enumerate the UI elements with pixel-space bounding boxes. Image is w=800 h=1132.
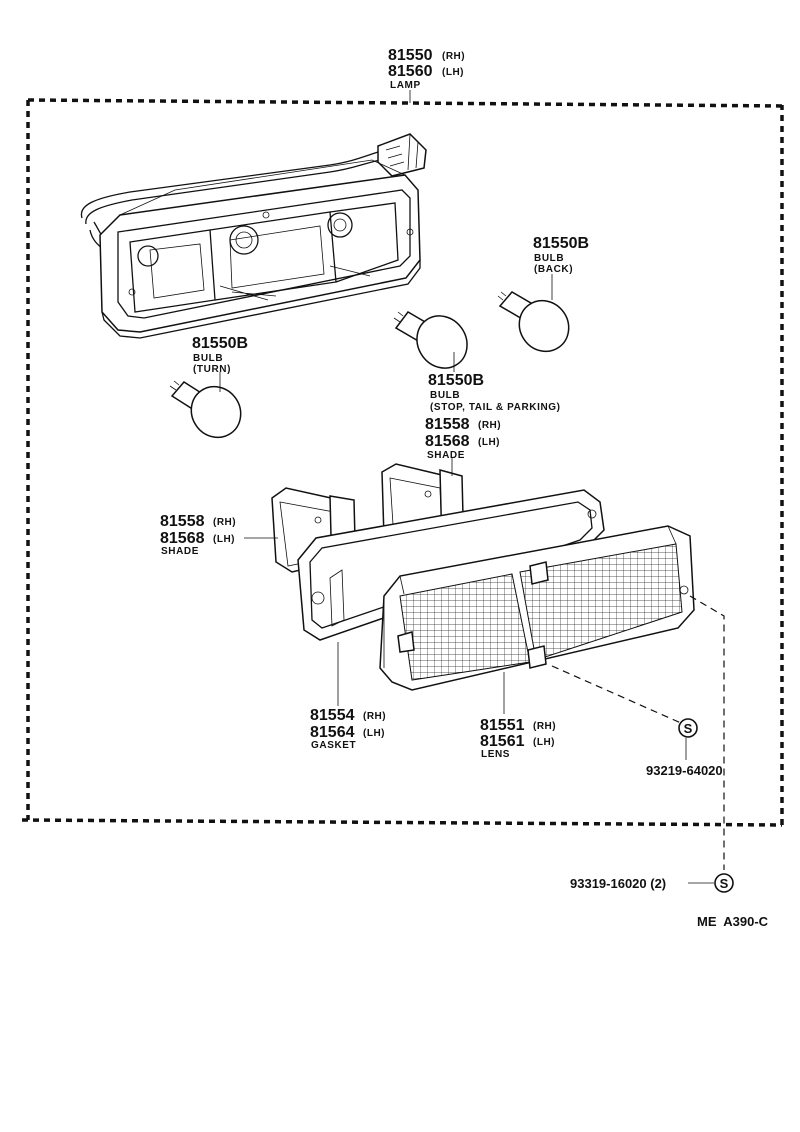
bulb-turn bbox=[169, 380, 242, 439]
gasket-sfx-lh: (LH) bbox=[363, 728, 385, 739]
lens-pn-lh: 81561 bbox=[480, 733, 525, 750]
bulb-turn-label: 81550B BULB (TURN) bbox=[192, 335, 248, 375]
lens-part bbox=[379, 525, 695, 691]
shade-left-caption: SHADE bbox=[161, 546, 199, 557]
lamp-housing bbox=[80, 133, 427, 339]
bulb-back-label: 81550B BULB (BACK) bbox=[533, 235, 589, 275]
screw-symbol-inner: S bbox=[678, 718, 698, 738]
shade-left-pn-lh: 81568 bbox=[160, 530, 205, 547]
gasket-part bbox=[297, 489, 605, 641]
lens-caption: LENS bbox=[481, 749, 510, 760]
gasket-label: 81554 (RH) 81564 (LH) GASKET bbox=[310, 707, 386, 751]
bulb-back-caption: BULB bbox=[534, 253, 564, 264]
gasket-pn-rh: 81554 bbox=[310, 707, 355, 724]
shade-left-sfx-lh: (LH) bbox=[213, 534, 235, 545]
bulb-stop-label: 81550B BULB (STOP, TAIL & PARKING) bbox=[428, 372, 561, 413]
shade-upper-caption: SHADE bbox=[427, 450, 465, 461]
diagram-code: ME A390-C bbox=[697, 914, 769, 929]
bulb-back-note: (BACK) bbox=[534, 264, 573, 275]
shade-upper-sfx-rh: (RH) bbox=[478, 420, 501, 431]
bulb-stop-tail-parking bbox=[393, 311, 468, 369]
svg-text:S: S bbox=[720, 876, 729, 891]
assembly-boundary bbox=[21, 90, 785, 827]
svg-text:S: S bbox=[684, 721, 693, 736]
gasket-caption: GASKET bbox=[311, 740, 356, 751]
bulb-stop-pn: 81550B bbox=[428, 372, 484, 389]
shade-upper-label: 81558 (RH) 81568 (LH) SHADE bbox=[425, 416, 501, 461]
lens-label: 81551 (RH) 81561 (LH) LENS bbox=[480, 717, 556, 760]
lens-sfx-rh: (RH) bbox=[533, 721, 556, 732]
screw-symbol-outer: S bbox=[714, 873, 734, 893]
shade-upper-pn-lh: 81568 bbox=[425, 433, 470, 450]
screw-outer-pn: 93319-16020 (2) bbox=[570, 876, 666, 891]
bulb-turn-caption: BULB bbox=[193, 353, 223, 364]
bulb-turn-note: (TURN) bbox=[193, 364, 231, 375]
bulb-stop-note: (STOP, TAIL & PARKING) bbox=[430, 402, 561, 413]
lamp-pn-lh: 81560 bbox=[388, 63, 433, 80]
leader-lines bbox=[219, 274, 725, 884]
lamp-label: 81550 (RH) 81560 (LH) LAMP bbox=[388, 47, 465, 91]
lamp-caption: LAMP bbox=[390, 80, 421, 91]
screw-inner-pn: 93219-64020 bbox=[646, 763, 723, 778]
shade-left-label: 81558 (RH) 81568 (LH) SHADE bbox=[160, 513, 236, 557]
shade-left-sfx-rh: (RH) bbox=[213, 517, 236, 528]
lamp-pn-rh: 81550 bbox=[388, 47, 433, 64]
lens-sfx-lh: (LH) bbox=[533, 737, 555, 748]
lamp-sfx-rh: (RH) bbox=[442, 51, 465, 62]
lens-pn-rh: 81551 bbox=[480, 717, 525, 734]
gasket-sfx-rh: (RH) bbox=[363, 711, 386, 722]
bulb-stop-caption: BULB bbox=[430, 390, 460, 401]
gasket-pn-lh: 81564 bbox=[310, 724, 355, 741]
bulb-back-pn: 81550B bbox=[533, 235, 589, 252]
shade-upper-sfx-lh: (LH) bbox=[478, 437, 500, 448]
bulb-turn-pn: 81550B bbox=[192, 335, 248, 352]
shade-left-pn-rh: 81558 bbox=[160, 513, 205, 530]
bulb-back bbox=[497, 291, 570, 353]
lamp-sfx-lh: (LH) bbox=[442, 67, 464, 78]
shade-upper-pn-rh: 81558 bbox=[425, 416, 470, 433]
